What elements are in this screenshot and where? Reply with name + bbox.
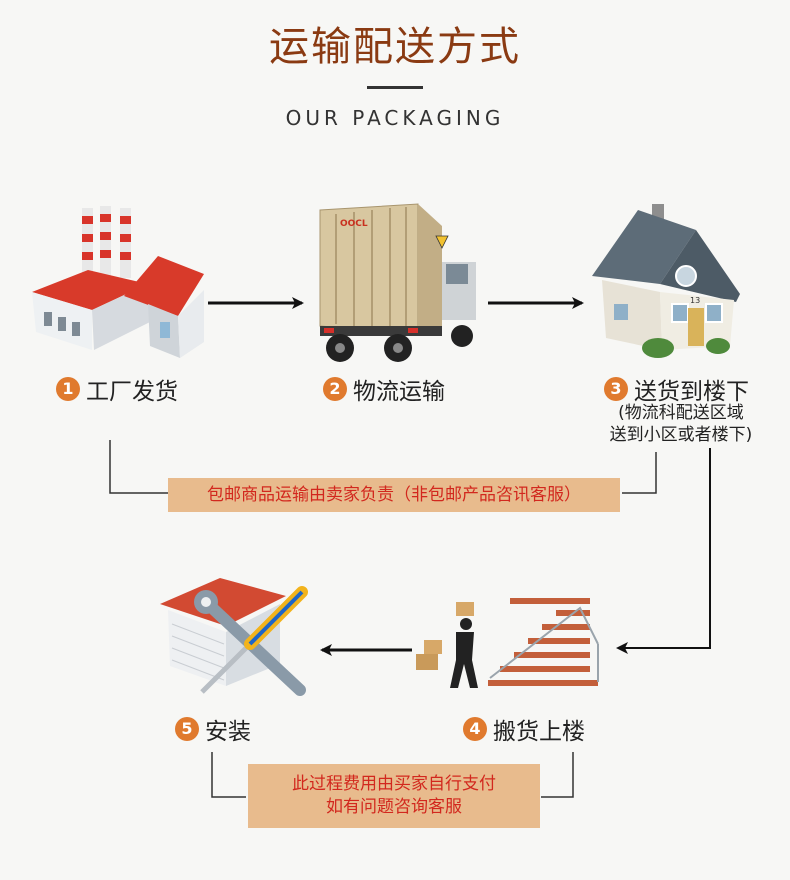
top-banner: 包邮商品运输由卖家负责（非包邮产品咨讯客服）: [168, 478, 620, 512]
page-title: 运输配送方式: [269, 24, 521, 70]
step-4-label: 4 搬货上楼: [463, 712, 585, 746]
step-5-text: 安装: [205, 719, 251, 745]
step-4-text: 搬货上楼: [493, 719, 585, 745]
step-number-1: 1: [56, 377, 80, 401]
bracket-bottom-right: [541, 752, 574, 798]
bracket-top-left: [109, 440, 170, 494]
factory-icon: [32, 206, 204, 358]
house-icon: 13: [592, 204, 740, 358]
step-2-label: 2 物流运输: [323, 372, 445, 406]
bottom-banner-line-1: 此过程费用由买家自行支付: [292, 774, 496, 794]
page-subtitle: OUR PACKAGING: [285, 106, 505, 130]
bottom-banner-line-2: 如有问题咨询客服: [326, 797, 462, 817]
step-3-label: 3 送货到楼下: [604, 372, 749, 406]
container-logo: OOCL: [340, 219, 368, 229]
step-2-text: 物流运输: [353, 379, 445, 405]
bracket-top-right: [622, 452, 657, 494]
install-tools-icon: [160, 578, 308, 696]
title-divider: [367, 86, 423, 89]
step-1-label: 1 工厂发货: [56, 372, 178, 406]
step-number-4: 4: [463, 717, 487, 741]
step-5-label: 5 安装: [175, 712, 251, 746]
step-3-note: (物流科配送区域 送到小区或者楼下): [596, 402, 766, 446]
step-number-2: 2: [323, 377, 347, 401]
step-3-note-line-2: 送到小区或者楼下): [609, 425, 753, 445]
truck-icon: OOCL: [319, 203, 476, 362]
house-number: 13: [690, 296, 700, 305]
step-1-text: 工厂发货: [86, 379, 178, 405]
bracket-bottom-left: [211, 752, 246, 798]
carry-stairs-icon: [416, 598, 599, 688]
bottom-banner: 此过程费用由买家自行支付 如有问题咨询客服: [248, 764, 540, 828]
step-number-5: 5: [175, 717, 199, 741]
arrow-3-to-4: [616, 448, 711, 654]
step-3-text: 送货到楼下: [634, 379, 749, 405]
step-number-3: 3: [604, 377, 628, 401]
step-3-note-line-1: (物流科配送区域: [618, 403, 744, 423]
